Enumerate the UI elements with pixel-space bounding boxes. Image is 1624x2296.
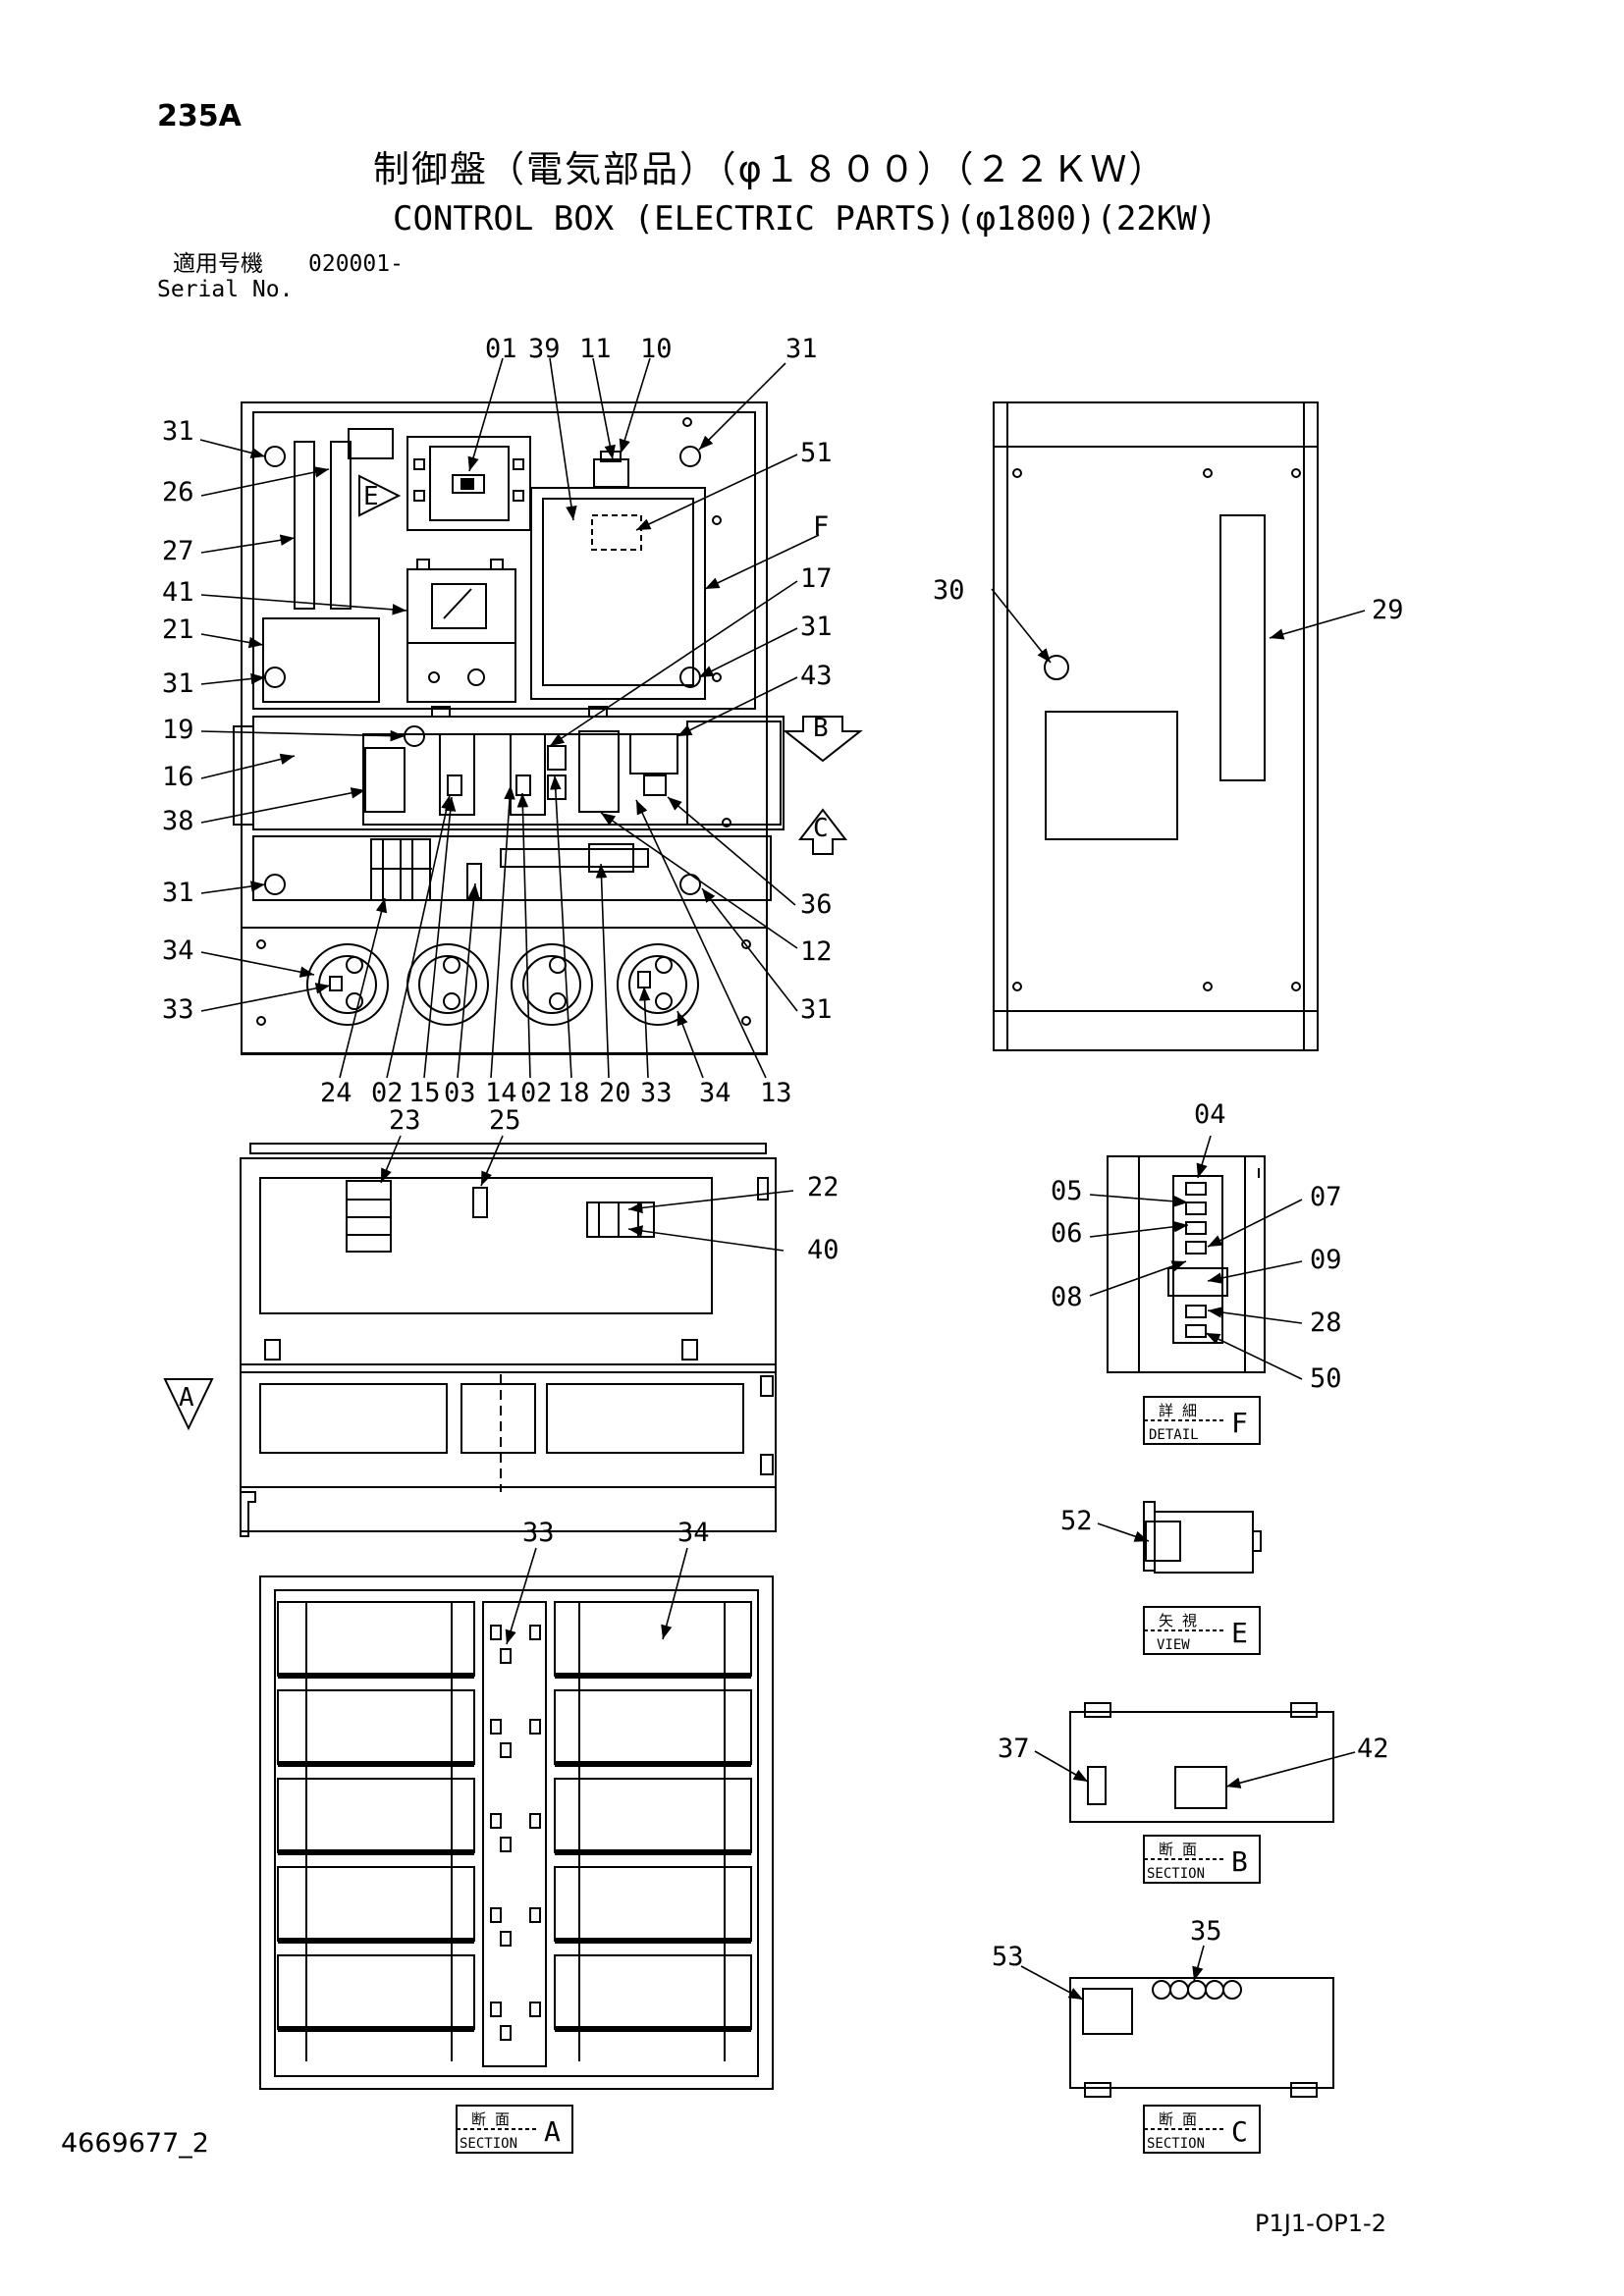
callout-main-bottom: 02: [371, 1078, 404, 1108]
callout-top-view: 40: [807, 1235, 839, 1265]
callout-main-bottom: 34: [699, 1078, 731, 1108]
serial-label-english: Serial No.: [157, 277, 294, 302]
callout-main-top: 10: [640, 334, 673, 364]
caption-section-a-letter: A: [544, 2115, 561, 2148]
callout-main-right: 31: [800, 612, 833, 642]
section-b-view: [1069, 1702, 1334, 1823]
callout-detail-f: 08: [1051, 1282, 1083, 1312]
callout-main-right: 51: [800, 438, 833, 468]
side-view: [993, 401, 1319, 1051]
callout-main-bottom: 14: [485, 1078, 517, 1108]
callout-main-bottom: 02: [520, 1078, 553, 1108]
callout-section-b: 37: [998, 1734, 1030, 1764]
callout-main-bottom: 18: [558, 1078, 590, 1108]
callout-top-view: 25: [489, 1105, 521, 1136]
callout-main-bottom: 20: [599, 1078, 631, 1108]
callout-section-c: 35: [1190, 1916, 1222, 1947]
view-marker-c: C: [813, 814, 829, 843]
callout-main-top: 31: [785, 334, 818, 364]
section-a-view: [259, 1575, 774, 2090]
caption-detail-f-letter: F: [1231, 1407, 1248, 1439]
callout-main-right: 31: [800, 994, 833, 1025]
caption-texts: 詳 細 DETAIL F 矢 視 VIEW E 断 面 SECTION B 断 …: [460, 1402, 1248, 2152]
callout-main-left: 31: [162, 668, 194, 699]
callout-side-view: 29: [1372, 595, 1404, 625]
serial-label-japanese: 適用号機: [173, 251, 263, 277]
document-number: 4669677_2: [61, 2128, 209, 2159]
serial-number-value: 020001-: [308, 251, 404, 277]
callout-main-left: 41: [162, 577, 194, 608]
callout-side-view: 30: [933, 575, 965, 606]
callout-main-top: 11: [579, 334, 612, 364]
caption-detail-f-en: DETAIL: [1149, 1427, 1199, 1443]
callout-labels: 01 39 11 10 31 31 26 27 41 21 31 19 16 3…: [162, 334, 1404, 1972]
callout-main-left: 16: [162, 762, 194, 792]
callout-section-c: 53: [992, 1942, 1024, 1972]
callout-detail-f: 28: [1310, 1308, 1342, 1338]
callout-main-right: F: [813, 511, 829, 542]
callout-main-bottom: 03: [444, 1078, 476, 1108]
callout-main-left: 34: [162, 935, 194, 966]
callout-top-view: 22: [807, 1172, 839, 1202]
page-code: 235A: [157, 99, 242, 133]
caption-detail-f-ja: 詳 細: [1159, 1402, 1197, 1419]
caption-section-b-en: SECTION: [1147, 1866, 1205, 1882]
callout-main-left: 21: [162, 614, 194, 645]
callout-detail-f: 09: [1310, 1245, 1342, 1275]
caption-section-c-en: SECTION: [1147, 2136, 1205, 2152]
caption-section-b-letter: B: [1231, 1845, 1248, 1878]
callout-main-left: 27: [162, 536, 194, 566]
top-view: [240, 1143, 777, 1537]
callout-section-a: 34: [677, 1518, 710, 1548]
callout-main-left: 38: [162, 806, 194, 836]
caption-section-b-ja: 断 面: [1159, 1841, 1197, 1858]
callout-main-left: 26: [162, 477, 194, 507]
callout-main-left: 31: [162, 416, 194, 447]
callout-main-left: 31: [162, 878, 194, 908]
section-c-view: [1069, 1977, 1334, 2098]
detail-f-view: [1107, 1155, 1266, 1373]
view-marker-letters: E B C A: [179, 482, 829, 1413]
caption-section-a-ja: 断 面: [471, 2110, 510, 2128]
view-e-drawing: [1143, 1501, 1262, 1574]
view-marker-b: B: [813, 714, 829, 743]
title-japanese: 制御盤（電気部品）（φ１８００）（２２ＫＷ）: [373, 148, 1167, 190]
callout-main-bottom: 13: [760, 1078, 792, 1108]
view-markers: [163, 474, 863, 1431]
callout-view-e: 52: [1060, 1506, 1093, 1536]
callout-detail-f: 06: [1051, 1218, 1083, 1249]
callout-main-right: 17: [800, 563, 833, 594]
callout-main-right: 12: [800, 936, 833, 967]
callout-detail-f: 07: [1310, 1182, 1342, 1212]
callout-main-bottom: 15: [408, 1078, 441, 1108]
callout-main-left: 19: [162, 715, 194, 745]
caption-view-e-letter: E: [1231, 1617, 1248, 1649]
callout-main-bottom: 33: [640, 1078, 673, 1108]
callout-detail-f: 04: [1194, 1099, 1226, 1130]
callout-main-top: 01: [485, 334, 517, 364]
callout-main-left: 33: [162, 994, 194, 1025]
sheet-id: P1J1-OP1-2: [1255, 2210, 1386, 2237]
callout-detail-f: 50: [1310, 1363, 1342, 1394]
caption-view-e-ja: 矢 視: [1159, 1612, 1197, 1629]
callout-main-top: 39: [528, 334, 561, 364]
view-marker-a: A: [179, 1383, 194, 1413]
callout-section-a: 33: [522, 1518, 555, 1548]
callout-section-b: 42: [1357, 1734, 1389, 1764]
callout-main-right: 43: [800, 661, 833, 691]
caption-section-a-en: SECTION: [460, 2136, 517, 2152]
callout-top-view: 23: [389, 1105, 421, 1136]
leader-lines: [199, 357, 1366, 2001]
caption-view-e-en: VIEW: [1157, 1637, 1190, 1653]
caption-boxes: [456, 1396, 1261, 2154]
callout-main-bottom: 24: [320, 1078, 352, 1108]
view-marker-e: E: [363, 482, 379, 511]
title-english: CONTROL BOX (ELECTRIC PARTS)(φ1800)(22KW…: [393, 199, 1218, 239]
caption-section-c-letter: C: [1231, 2115, 1248, 2148]
caption-section-c-ja: 断 面: [1159, 2110, 1197, 2128]
callout-detail-f: 05: [1051, 1176, 1083, 1206]
callout-main-right: 36: [800, 889, 833, 920]
